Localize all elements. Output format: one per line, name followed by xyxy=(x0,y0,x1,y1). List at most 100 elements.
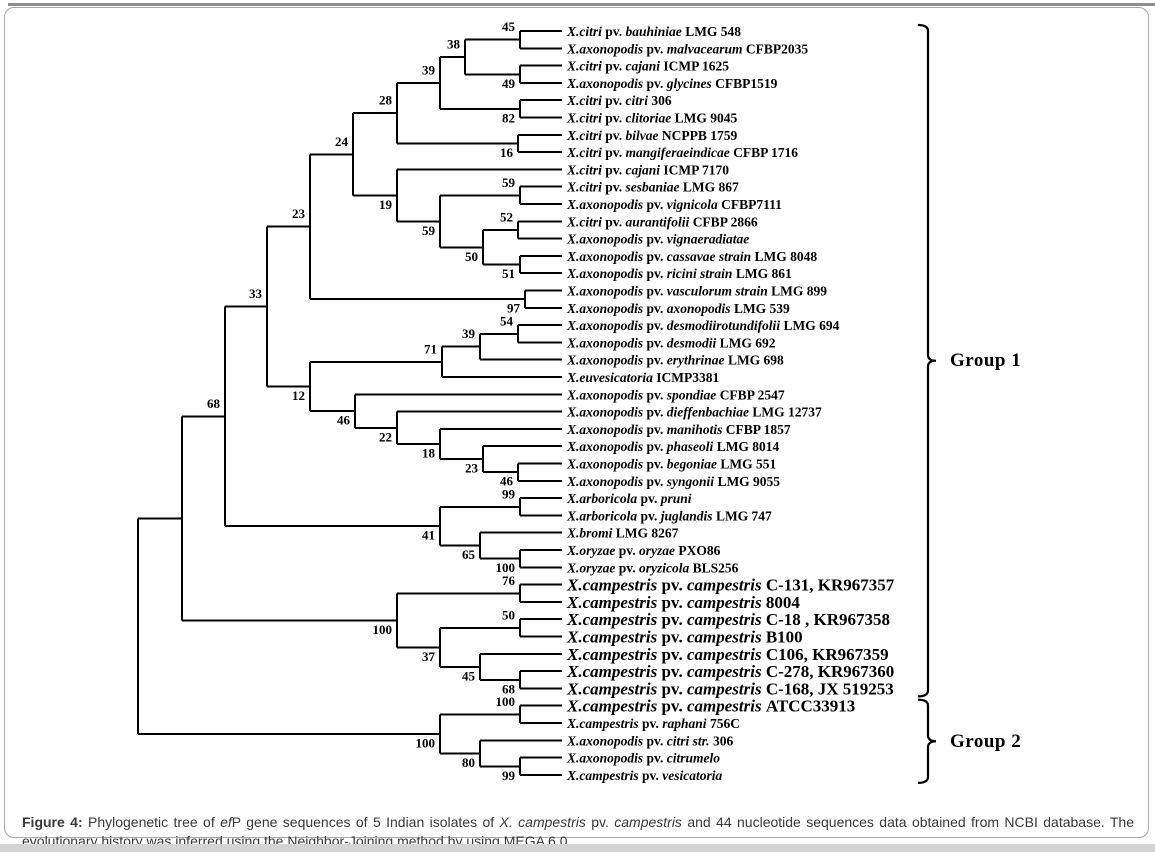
top-rule xyxy=(8,3,1155,6)
caption-text: ef xyxy=(220,814,232,830)
taxon-label: X.arboricola pv. juglandis LMG 747 xyxy=(566,508,772,523)
taxon-label: X.citri pv. cajani ICMP 7170 xyxy=(566,162,729,177)
bootstrap-value: 100 xyxy=(496,560,516,575)
figure-number: Figure 4: xyxy=(22,814,83,830)
taxon-label: X.axonopodis pv. citri str. 306 xyxy=(566,733,733,748)
bootstrap-value: 16 xyxy=(500,145,514,160)
bootstrap-value: 51 xyxy=(502,266,515,281)
taxon-label: X.campestris pv. raphani 756C xyxy=(566,716,740,731)
bootstrap-value: 59 xyxy=(502,175,516,190)
taxon-label: X.axonopodis pv. desmodiirotundifolii LM… xyxy=(566,318,840,333)
bootstrap-value: 68 xyxy=(207,396,221,411)
taxon-label: X.axonopodis pv. vignaeradiatae xyxy=(566,231,749,246)
bootstrap-value: 23 xyxy=(292,206,306,221)
taxon-label: X.citri pv. cajani ICMP 1625 xyxy=(566,58,729,73)
bootstrap-value: 18 xyxy=(422,446,436,461)
bootstrap-value: 41 xyxy=(422,528,435,543)
group-bracket xyxy=(917,23,937,698)
bootstrap-value: 99 xyxy=(502,486,516,501)
figure-card xyxy=(4,7,1149,838)
bootstrap-value: 82 xyxy=(502,110,515,125)
taxon-label: X.axonopodis pv. phaseoli LMG 8014 xyxy=(566,439,780,454)
bootstrap-value: 52 xyxy=(500,209,513,224)
taxon-label: X.citri pv. mangiferaeindicae CFBP 1716 xyxy=(566,145,798,160)
group-bracket xyxy=(917,698,937,784)
taxon-label: X.citri pv. bilvae NCPPB 1759 xyxy=(566,127,738,142)
bootstrap-value: 24 xyxy=(335,134,349,149)
taxon-label: X.bromi LMG 8267 xyxy=(566,525,679,540)
taxon-label: X.axonopodis pv. erythrinae LMG 698 xyxy=(566,352,784,367)
taxon-label: X.campestris pv. campestris C-18 , KR967… xyxy=(566,610,890,629)
taxon-label: X.axonopodis pv. cassavae strain LMG 804… xyxy=(566,248,817,263)
bootstrap-value: 54 xyxy=(500,313,514,328)
taxon-label: X.axonopodis pv. syngonii LMG 9055 xyxy=(566,473,780,488)
bootstrap-value: 76 xyxy=(502,573,516,588)
bootstrap-value: 22 xyxy=(379,429,392,444)
taxon-label: X.axonopodis pv. axonopodis LMG 539 xyxy=(566,300,790,315)
bootstrap-value: 100 xyxy=(416,735,436,750)
taxon-label: X.campestris pv. campestris C-131, KR967… xyxy=(566,575,895,594)
bootstrap-value: 59 xyxy=(422,223,436,238)
taxon-label: X.euvesicatoria ICMP3381 xyxy=(566,370,719,385)
taxon-label: X.oryzae pv. oryzicola BLS256 xyxy=(566,560,739,575)
bootstrap-value: 50 xyxy=(465,249,478,264)
taxon-label: X.axonopodis pv. citrumelo xyxy=(566,750,720,765)
taxon-label: X.axonopodis pv. desmodii LMG 692 xyxy=(566,335,776,350)
bootstrap-value: 65 xyxy=(462,547,476,562)
taxon-label: X.campestris pv. campestris B100 xyxy=(566,627,803,646)
taxon-label: X.citri pv. bauhiniae LMG 548 xyxy=(566,24,741,39)
group-label: Group 2 xyxy=(950,731,1021,752)
bootstrap-value: 100 xyxy=(496,694,516,709)
taxon-label: X.axonopodis pv. glycines CFBP1519 xyxy=(566,75,778,90)
taxon-label: X.campestris pv. campestris C106, KR9673… xyxy=(566,644,889,663)
taxon-label: X.axonopodis pv. vignicola CFBP7111 xyxy=(566,197,782,212)
taxon-label: X.axonopodis pv. dieffenbachiae LMG 1273… xyxy=(566,404,822,419)
group-label: Group 1 xyxy=(950,350,1021,371)
taxon-label: X.citri pv. aurantifolii CFBP 2866 xyxy=(566,214,758,229)
taxon-label: X.axonopodis pv. manihotis CFBP 1857 xyxy=(566,421,791,436)
bootstrap-value: 28 xyxy=(379,93,393,108)
bootstrap-value: 46 xyxy=(500,474,514,489)
bootstrap-value: 39 xyxy=(422,62,436,77)
taxon-label: X.campestris pv. vesicatoria xyxy=(566,767,723,782)
bottom-strip xyxy=(0,844,1155,852)
taxon-label: X.arboricola pv. pruni xyxy=(566,491,692,506)
taxon-label: X.axonopodis pv. spondiae CFBP 2547 xyxy=(566,387,785,402)
taxon-label: X.oryzae pv. oryzae PXO86 xyxy=(566,543,721,558)
taxon-label: X.campestris pv. campestris C-278, KR967… xyxy=(566,662,894,681)
caption-text: Phylogenetic tree of xyxy=(82,814,221,830)
bootstrap-value: 100 xyxy=(373,622,393,637)
bootstrap-value: 33 xyxy=(249,286,263,301)
taxon-label: X.axonopodis pv. begoniae LMG 551 xyxy=(566,456,777,471)
bootstrap-value: 23 xyxy=(465,461,479,476)
taxon-label: X.campestris pv. campestris ATCC33913 xyxy=(566,696,855,715)
bootstrap-value: 12 xyxy=(292,388,305,403)
tree-branches xyxy=(137,23,937,784)
bootstrap-value: 49 xyxy=(502,76,516,91)
taxon-label: X.axonopodis pv. ricini strain LMG 861 xyxy=(566,266,792,281)
bootstrap-value: 97 xyxy=(507,301,521,316)
caption-text: P gene sequences of 5 Indian isolates of xyxy=(231,814,500,830)
bootstrap-value: 37 xyxy=(422,649,436,664)
caption-text: pv. xyxy=(585,814,615,830)
taxon-label: X.campestris pv. campestris C-168, JX 51… xyxy=(566,679,894,698)
bootstrap-value: 46 xyxy=(337,413,351,428)
taxon-label: X.citri pv. citri 306 xyxy=(566,93,672,108)
bootstrap-value: 50 xyxy=(502,607,515,622)
bootstrap-value: 71 xyxy=(424,341,437,356)
bootstrap-value: 68 xyxy=(502,681,516,696)
taxon-label: X.campestris pv. campestris 8004 xyxy=(566,592,800,611)
caption-text: X. campestris xyxy=(499,814,586,830)
bootstrap-value: 80 xyxy=(462,755,475,770)
bootstrap-value: 39 xyxy=(462,326,476,341)
taxon-label: X.axonopodis pv. malvacearum CFBP2035 xyxy=(566,41,808,56)
bootstrap-value: 19 xyxy=(379,197,393,212)
taxon-label: X.citri pv. sesbaniae LMG 867 xyxy=(566,179,739,194)
bootstrap-value: 99 xyxy=(502,768,516,783)
figure-caption: Figure 4: Phylogenetic tree of efP gene … xyxy=(22,813,1134,850)
tree-labels: X.citri pv. bauhiniae LMG 548X.axonopodi… xyxy=(207,19,1021,783)
bootstrap-value: 38 xyxy=(447,36,461,51)
taxon-label: X.citri pv. clitoriae LMG 9045 xyxy=(566,110,738,125)
